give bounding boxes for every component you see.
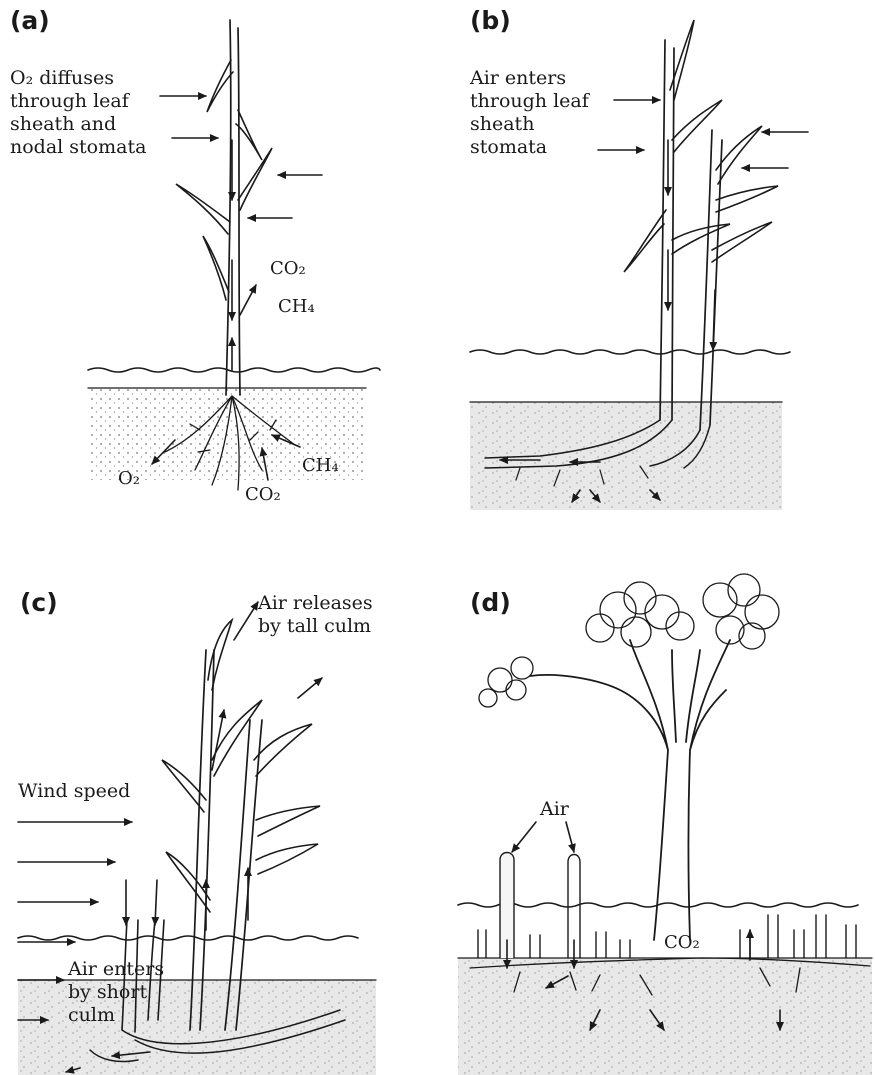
panel-d-drawing: [458, 574, 872, 1075]
panel-b-culm: [660, 40, 674, 420]
panel-a-leaf: [207, 60, 233, 112]
panel-d-air-arrow: [512, 822, 536, 852]
panel-b-note: Air enters through leaf sheath stomata: [470, 67, 589, 159]
note-line: Air enters: [470, 67, 589, 90]
panel-a-gas-ch4-soil: CH₄: [302, 455, 339, 476]
note-line: nodal stomata: [10, 136, 146, 159]
note-line: Air enters: [68, 958, 164, 981]
note-line: stomata: [470, 136, 589, 159]
panel-b-leaf: [716, 126, 762, 184]
panel-c-leaf: [256, 844, 318, 874]
panel-a-water-line: [88, 368, 380, 372]
panel-c-enter-note: Air enters by short culm: [68, 958, 164, 1027]
panel-a-gas-co2-soil: CO₂: [245, 484, 281, 505]
panel-c-label: (c): [20, 588, 58, 617]
panel-a-leaf: [238, 148, 272, 210]
note-line: through leaf: [10, 90, 146, 113]
panel-c-leaf: [254, 724, 312, 776]
note-line: Air releases: [258, 592, 373, 615]
wind-speed-label: Wind speed: [18, 780, 130, 803]
panel-b-culm: [700, 130, 722, 430]
note-line: by short: [68, 981, 164, 1004]
panel-c-leaf: [166, 852, 210, 912]
panel-a-gas-ch4: CH₄: [278, 296, 315, 317]
panel-a-label: (a): [10, 6, 50, 35]
panel-d-label: (d): [470, 588, 511, 617]
note-line: culm: [68, 1004, 164, 1027]
panel-a-leaf: [176, 184, 230, 234]
panel-b-water-line: [470, 350, 790, 354]
panel-d-trunk: [530, 640, 730, 940]
panel-d-soil: [458, 958, 872, 1075]
panel-a-leaf: [203, 236, 229, 300]
note-line: sheath: [470, 113, 589, 136]
note-line: sheath and: [10, 113, 146, 136]
panel-d-gas-co2: CO₂: [664, 932, 700, 953]
panel-b-leaf: [672, 224, 730, 254]
panel-b-leaf: [672, 100, 722, 152]
panel-b-label: (b): [470, 6, 511, 35]
panel-a-stem: [226, 20, 240, 395]
note-line: by tall culm: [258, 615, 373, 638]
panel-b-leaf: [716, 186, 778, 212]
note-line: O₂ diffuses: [10, 67, 146, 90]
panel-a-note: O₂ diffuses through leaf sheath and noda…: [10, 67, 146, 159]
panel-c-leaf: [256, 806, 320, 836]
panel-b-leaf: [624, 210, 666, 272]
panel-a-leaf: [236, 110, 262, 160]
panel-a-gas-o2-soil: O₂: [118, 468, 140, 489]
panel-c-water-line: [18, 936, 358, 940]
panel-d-air-arrow: [566, 822, 574, 852]
panel-d-canopy: [479, 574, 779, 707]
panel-b-soil: [470, 402, 782, 510]
panel-c-leaf: [212, 700, 262, 776]
panel-d-air-label: Air: [540, 798, 569, 821]
panel-c-release-note: Air releases by tall culm: [258, 592, 373, 638]
panel-c-tall-culm: [190, 650, 214, 1030]
panel-a-gas-co2: CO₂: [270, 258, 306, 279]
panel-c-leaf: [208, 620, 232, 690]
note-line: through leaf: [470, 90, 589, 113]
